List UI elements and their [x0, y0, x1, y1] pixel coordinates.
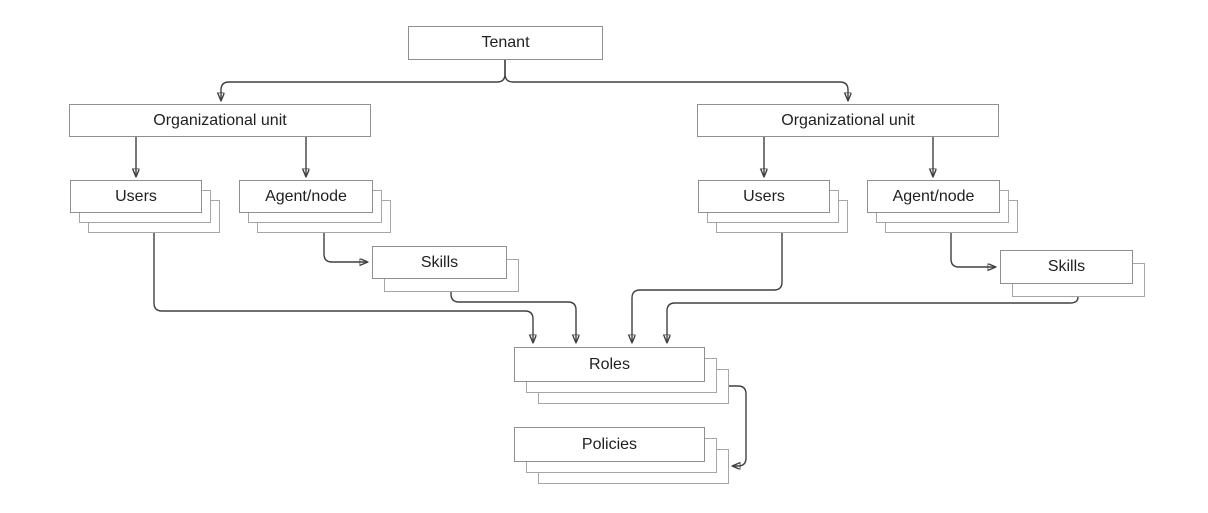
edge-users-left-to-roles — [153, 233, 533, 342]
edge-tenant-to-ou-left — [221, 60, 506, 100]
node-organizational-unit-left-label: Organizational unit — [153, 111, 287, 129]
node-users-left: Users — [70, 180, 220, 233]
node-agent-node-right-label: Agent/node — [892, 187, 975, 205]
node-users-left-label: Users — [115, 187, 157, 205]
node-tenant: Tenant — [408, 26, 603, 60]
node-users-right-label: Users — [743, 187, 785, 205]
edge-users-right-to-roles — [632, 233, 783, 342]
node-agent-node-right: Agent/node — [867, 180, 1018, 233]
node-skills-left-label: Skills — [420, 253, 459, 271]
edge-skills-right-to-roles — [667, 296, 1079, 342]
node-policies: Policies — [514, 427, 729, 484]
node-users-right: Users — [698, 180, 848, 233]
node-skills-right: Skills — [1000, 250, 1145, 297]
node-tenant-label: Tenant — [481, 34, 530, 51]
node-policies-label: Policies — [581, 435, 638, 453]
node-agent-node-left-label: Agent/node — [265, 187, 347, 205]
node-agent-node-left: Agent/node — [239, 180, 391, 233]
edge-roles-to-policies — [728, 385, 747, 466]
node-skills-left: Skills — [372, 246, 519, 292]
edge-agent-left-to-skills — [323, 233, 367, 262]
node-organizational-unit-right: Organizational unit — [697, 104, 999, 137]
edge-agent-right-to-skills — [950, 233, 995, 267]
node-organizational-unit-right-label: Organizational unit — [781, 111, 915, 129]
node-roles: Roles — [514, 347, 729, 404]
edge-tenant-to-ou-right — [504, 60, 848, 100]
node-organizational-unit-left: Organizational unit — [69, 104, 371, 137]
node-skills-right-label: Skills — [1047, 258, 1086, 275]
node-roles-label: Roles — [589, 355, 630, 373]
edge-skills-left-to-roles — [450, 292, 576, 342]
